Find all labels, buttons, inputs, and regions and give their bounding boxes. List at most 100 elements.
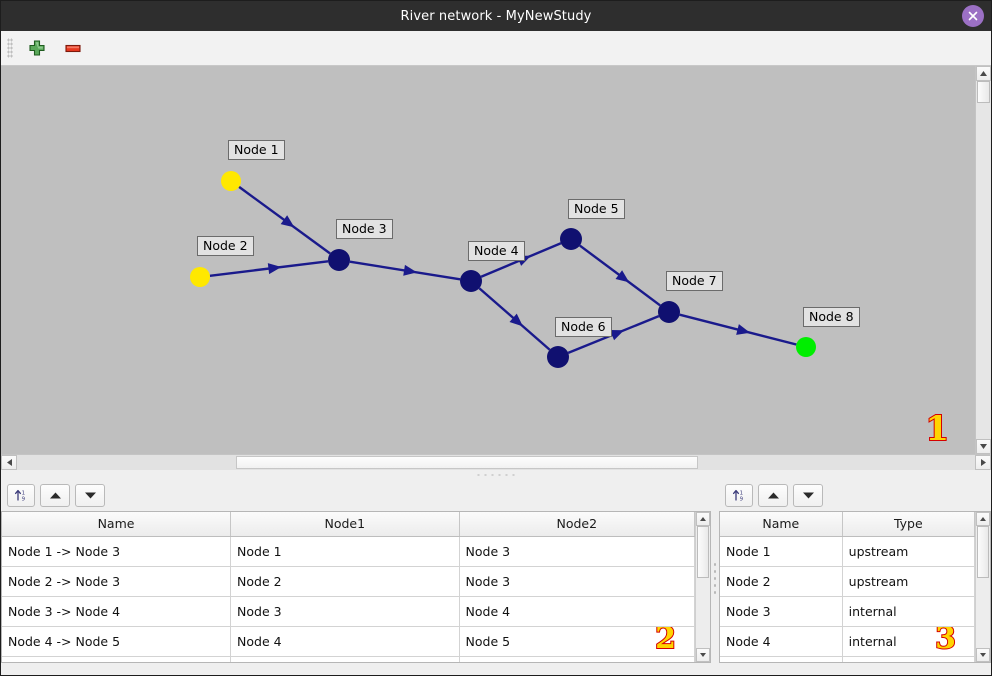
graph-horizontal-scrollbar[interactable] (1, 454, 991, 470)
links-table-vertical-scrollbar[interactable] (695, 512, 710, 662)
table-cell[interactable]: internal (842, 596, 975, 627)
graph-node-label-node-2[interactable]: Node 2 (197, 236, 254, 256)
sort-button[interactable]: 1 9 (725, 484, 753, 507)
graph-vscroll-trough[interactable] (976, 81, 991, 439)
graph-node-label-node-3[interactable]: Node 3 (336, 219, 393, 239)
table-cell[interactable]: Node 3 -> Node 4 (2, 596, 232, 627)
vertical-splitter[interactable] (711, 480, 719, 675)
graph-vscroll-thumb[interactable] (977, 81, 990, 103)
edge-arrowhead (280, 215, 295, 228)
table-cell-empty (230, 656, 460, 662)
graph-node-label-node-7[interactable]: Node 7 (666, 271, 723, 291)
table-cell[interactable]: Node 1 -> Node 3 (2, 536, 232, 567)
horizontal-splitter[interactable] (1, 470, 991, 480)
table-cell[interactable]: Node 4 -> Node 5 (2, 626, 232, 657)
graph-node-node-2[interactable] (190, 267, 210, 287)
table-cell[interactable]: Node 1 (720, 536, 843, 567)
table-cell[interactable]: Node 2 (230, 566, 460, 597)
add-node-button[interactable] (25, 36, 49, 60)
table-cell[interactable]: Node 4 (230, 626, 460, 657)
graph-node-node-7[interactable] (658, 301, 680, 323)
table-cell[interactable]: Node 4 (459, 596, 695, 627)
graph-node-node-5[interactable] (560, 228, 582, 250)
move-up-button[interactable] (758, 484, 788, 507)
table-cell[interactable]: Node 3 (230, 596, 460, 627)
edge-arrowhead (736, 324, 751, 335)
column-header-type[interactable]: Type (842, 512, 975, 537)
table-cell-empty (720, 656, 843, 662)
annotation-marker-3: 3 (934, 626, 957, 656)
move-down-button[interactable] (75, 484, 105, 507)
scroll-left-icon[interactable] (1, 455, 17, 470)
nodes-vscroll-thumb[interactable] (977, 526, 989, 578)
links-vscroll-trough[interactable] (696, 526, 710, 648)
delete-node-button[interactable] (61, 36, 85, 60)
graph-vertical-scrollbar[interactable] (975, 66, 991, 454)
graph-hscroll-trough[interactable] (17, 455, 975, 470)
table-cell[interactable]: Node 4 (720, 626, 843, 657)
table-cell[interactable]: Node 2 (720, 566, 843, 597)
table-empty-row (2, 656, 695, 662)
graph-node-label-node-1[interactable]: Node 1 (228, 140, 285, 160)
column-header-node2[interactable]: Node2 (459, 512, 695, 537)
graph-hscroll-thumb[interactable] (236, 456, 698, 469)
column-header-name[interactable]: Name (2, 512, 232, 537)
scroll-right-icon[interactable] (975, 455, 991, 470)
scroll-down-icon[interactable] (976, 439, 991, 454)
edge-arrowhead (509, 313, 523, 327)
move-up-button[interactable] (40, 484, 70, 507)
move-down-button[interactable] (793, 484, 823, 507)
toolbar-grip[interactable] (7, 38, 13, 58)
column-header-node1[interactable]: Node1 (230, 512, 460, 537)
links-vscroll-thumb[interactable] (697, 526, 709, 578)
table-cell[interactable]: upstream (842, 536, 975, 567)
annotation-marker-2: 2 (654, 626, 677, 656)
table-cell[interactable]: Node 2 -> Node 3 (2, 566, 232, 597)
scroll-up-icon[interactable] (976, 512, 990, 526)
scroll-up-icon[interactable] (696, 512, 710, 526)
graph-node-node-3[interactable] (328, 249, 350, 271)
table-cell[interactable]: Node 1 (230, 536, 460, 567)
graph-node-node-1[interactable] (221, 171, 241, 191)
nodes-vscroll-trough[interactable] (976, 526, 990, 648)
graph-node-node-6[interactable] (547, 346, 569, 368)
svg-text:1: 1 (21, 491, 24, 497)
scroll-down-icon[interactable] (976, 648, 990, 662)
table-cell[interactable]: Node 3 (459, 566, 695, 597)
table-cell[interactable]: Node 3 (720, 596, 843, 627)
graph-node-node-4[interactable] (460, 270, 482, 292)
links-panel-footer (1, 663, 711, 675)
table-cell[interactable]: upstream (842, 566, 975, 597)
scroll-up-icon[interactable] (976, 66, 991, 81)
graph-node-node-8[interactable] (796, 337, 816, 357)
edge-arrowhead (615, 270, 630, 283)
graph-node-label-node-6[interactable]: Node 6 (555, 317, 612, 337)
column-header-name[interactable]: Name (720, 512, 843, 537)
close-icon[interactable] (962, 5, 984, 27)
sort-button[interactable]: 1 9 (7, 484, 35, 507)
graph-node-label-node-8[interactable]: Node 8 (803, 307, 860, 327)
nodes-table-vertical-scrollbar[interactable] (975, 512, 990, 662)
graph-node-label-node-4[interactable]: Node 4 (468, 241, 525, 261)
table-cell[interactable]: Node 3 (459, 536, 695, 567)
scroll-down-icon[interactable] (696, 648, 710, 662)
edge-arrowhead (403, 264, 417, 276)
graph-node-label-node-5[interactable]: Node 5 (568, 199, 625, 219)
